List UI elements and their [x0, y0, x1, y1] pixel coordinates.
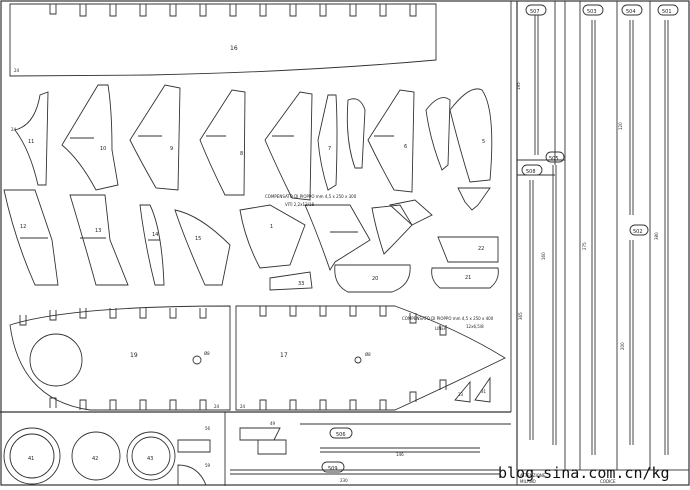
frame-label: 8 — [240, 151, 243, 157]
frame-label: 13 — [95, 228, 101, 234]
part-17-hole: Ø8 — [365, 352, 371, 357]
spar-label: 503 — [587, 9, 597, 15]
spar-label: 509 — [328, 466, 338, 472]
frame-label: 1 — [270, 224, 273, 230]
part-label: 21 — [465, 275, 471, 281]
spar-label: 506 — [336, 432, 346, 438]
frame-label: 24 — [11, 127, 17, 132]
part-19-hole: Ø8 — [204, 351, 210, 356]
frame-label: 6 — [404, 144, 407, 150]
spar-dim: 275 — [582, 242, 587, 250]
small-parts-mid: 33 20 21 22 — [269, 236, 499, 293]
frame-label: 15 — [195, 236, 201, 242]
part-label: 20 — [372, 276, 378, 282]
frame-label: 14 — [152, 232, 158, 238]
spar-dim: 160 — [541, 252, 546, 260]
spar-509: 509 230 — [230, 461, 500, 483]
spar-506: 506 146 — [320, 427, 480, 457]
small-triangles — [454, 376, 491, 403]
frame-label: 10 — [100, 146, 106, 152]
frame-label: 12 — [20, 224, 26, 230]
disc-label: 41 — [28, 456, 34, 462]
frame-label: 9 — [170, 146, 173, 152]
spar-label: 508 — [526, 169, 536, 175]
part-19: 19 Ø8 24 — [9, 305, 231, 411]
frame-label: 11 — [28, 139, 34, 145]
part-17-corner: 24 — [240, 404, 246, 409]
spar-section: 507 508 505 503 504 502 501 195 365 160 … — [516, 1, 679, 470]
spar-dim: 365 — [518, 312, 523, 320]
spar-label: 504 — [626, 9, 636, 15]
spar-dim: 146 — [396, 452, 404, 457]
annotation-compensato-bottom: COMPENSATO DI PIOPPO mm 4,5 x 250 x 400 — [402, 316, 494, 321]
annotation-viti: VITI 2,2x12/18 — [285, 202, 315, 207]
annotation-linea: LINEA — [435, 326, 447, 331]
spar-dim: 120 — [618, 122, 623, 130]
annotation-compensato-top: COMPENSATO DI PIOPPO mm 4,5 x 250 x 300 — [265, 194, 357, 199]
frame-label: 7 — [328, 146, 331, 152]
frame-row-top: 24 11 10 9 8 7 6 5 — [11, 84, 493, 201]
part-label: 59 — [205, 463, 211, 468]
part-19-label: 19 — [130, 352, 138, 359]
frame-label: 5 — [482, 139, 485, 145]
small-blocks: 56 49 59 — [177, 421, 287, 486]
spar-dim: 200 — [620, 342, 625, 350]
part-label: 31 — [481, 389, 487, 394]
annotation-linea-num: 12x6,5/8 — [466, 324, 484, 329]
part-label: 56 — [205, 426, 211, 431]
spar-label: 502 — [633, 229, 643, 235]
disc-label: 42 — [92, 456, 98, 462]
spar-dim: 230 — [340, 478, 348, 483]
disc-label: 43 — [147, 456, 153, 462]
part-16-corner: 24 — [14, 68, 20, 73]
part-label: 49 — [270, 421, 276, 426]
part-16-label: 16 — [230, 45, 238, 52]
part-label: 33 — [298, 281, 304, 287]
part-19-corner: 24 — [214, 404, 220, 409]
watermark: blog.sina.com.cn/kg — [498, 464, 670, 482]
title-block-text: MILANO — [520, 479, 536, 484]
part-label: 22 — [478, 246, 484, 252]
spar-label: 505 — [549, 156, 559, 162]
part-17: 17 Ø8 24 — [235, 305, 506, 411]
title-block: ATTENZIONE MILANO CODICE — [516, 469, 690, 486]
part-label: 23 — [458, 392, 464, 397]
spar-dim: 380 — [654, 232, 659, 240]
part-17-label: 17 — [280, 352, 288, 359]
discs: 41 42 43 — [3, 427, 176, 485]
title-block-text: CODICE — [600, 479, 616, 484]
spar-label: 501 — [662, 9, 672, 15]
spar-label: 507 — [530, 9, 540, 15]
part-16: 16 24 — [9, 3, 437, 77]
title-block-text: ATTENZIONE — [520, 473, 546, 478]
frame-row-mid: 12 13 14 15 1 — [3, 187, 491, 286]
spar-dim: 195 — [516, 82, 521, 90]
